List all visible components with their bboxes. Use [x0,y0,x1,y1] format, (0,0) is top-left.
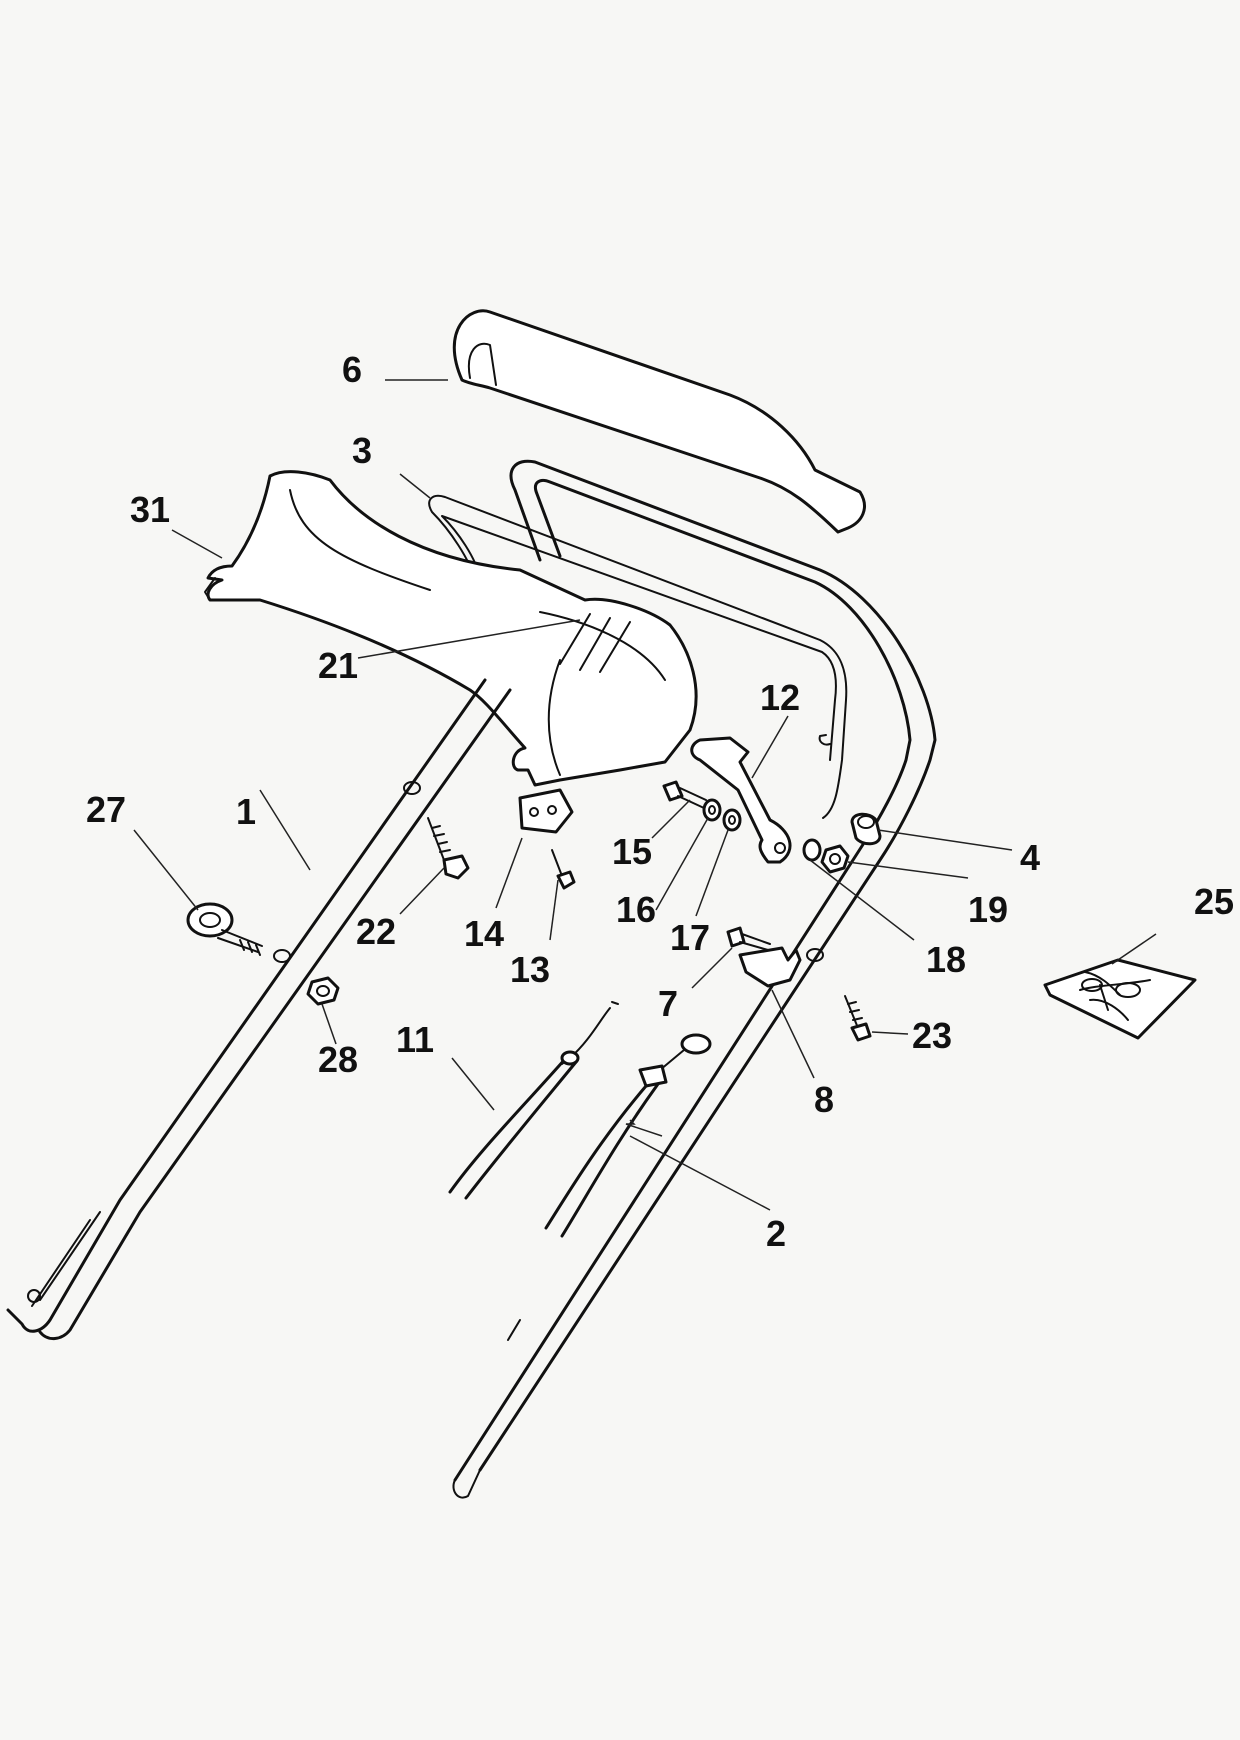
callout-14: 14 [464,913,504,954]
part-screw-13 [551,849,576,890]
part-upper-handle [452,459,937,1499]
callout-12: 12 [760,677,800,718]
part-hardware-bag [1043,958,1197,1040]
part-lower-left-tube [6,678,824,1340]
callout-31: 31 [130,489,170,530]
callout-25: 25 [1194,881,1234,922]
callout-7: 7 [658,983,678,1024]
part-lever [690,736,792,864]
part-screw-7 [726,926,771,951]
callout-22: 22 [356,911,396,952]
callout-8: 8 [814,1079,834,1120]
part-cable-bracket [738,946,802,988]
part-clip-bracket [518,788,574,834]
part-grip-tube [452,309,866,534]
part-console-housing [204,470,698,787]
callout-1: 1 [236,791,256,832]
callout-3: 3 [352,430,372,471]
callout-19: 19 [968,889,1008,930]
part-washer-17 [722,808,742,832]
part-bail-wire [428,494,848,819]
part-washer-18 [802,838,822,862]
part-washer-16 [702,798,722,822]
callout-17: 17 [670,917,710,958]
part-cable-2 [544,1033,712,1238]
part-nut-19 [820,844,850,874]
callout-11: 11 [396,1019,434,1060]
callout-16: 16 [616,889,656,930]
callout-4: 4 [1020,837,1040,878]
callout-27: 27 [86,789,126,830]
callout-6: 6 [342,349,362,390]
part-screw-22 [427,817,470,880]
callout-28: 28 [318,1039,358,1080]
part-cable-11 [448,1001,619,1200]
part-nut [306,976,340,1006]
callout-21: 21 [318,645,358,686]
callout-23: 23 [912,1015,952,1056]
callout-13: 13 [510,949,550,990]
leader-lines [133,379,1157,1211]
part-bolt-15 [662,780,707,809]
part-bushing [850,812,882,846]
callout-2: 2 [766,1213,786,1254]
callout-15: 15 [612,831,652,872]
callout-18: 18 [926,939,966,980]
part-eye-bolt [186,902,263,956]
part-screw-23 [844,995,872,1042]
callout-labels: 1 2 3 4 6 7 8 11 12 13 14 15 16 17 18 19… [86,349,1234,1254]
